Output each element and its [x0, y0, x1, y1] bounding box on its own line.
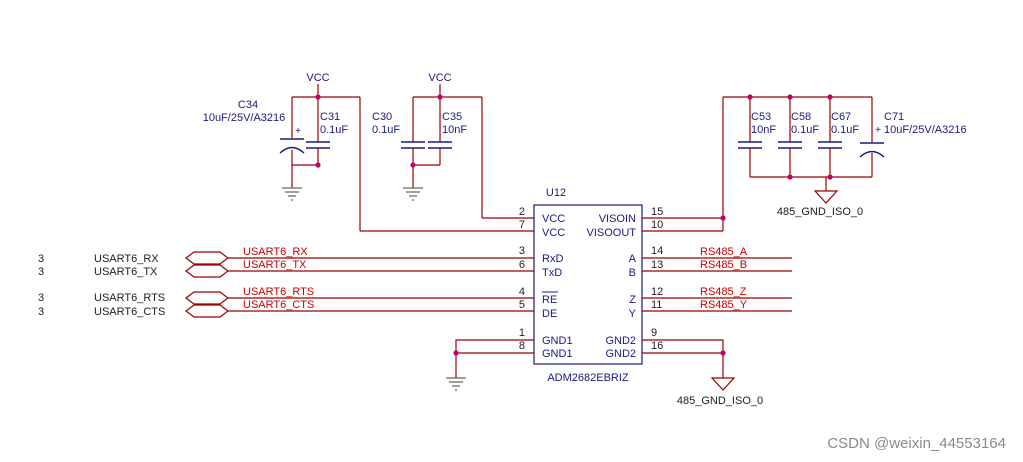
- pin-number: 12: [651, 286, 663, 298]
- usart-ports: 3 3 3 3 USART6_RX USART6_TX USART6_RTS U…: [38, 246, 534, 318]
- c53-value: 10nF: [751, 124, 776, 136]
- net-label: USART6_RTS: [243, 286, 314, 298]
- iso-ground-symbol-bottom: [710, 377, 736, 391]
- vcc-group-left: VCC + C34 10uF/25V/A3216 C31 0.1uF: [203, 72, 361, 231]
- pin-number: 7: [519, 219, 525, 231]
- c35-ref: C35: [442, 111, 462, 123]
- pin-name: VCC: [542, 227, 565, 239]
- vcc-group-middle: VCC C30 0.1uF C35 10nF: [372, 72, 483, 218]
- c34-ref: C34: [238, 99, 258, 111]
- pin-name: GND2: [605, 348, 636, 360]
- port-symbol-rx: [185, 251, 229, 265]
- vcc-label-left: VCC: [306, 72, 329, 84]
- c30-ref: C30: [372, 111, 392, 123]
- c31-ref: C31: [320, 111, 340, 123]
- net-label: USART6_TX: [243, 259, 307, 271]
- port-name: USART6_TX: [94, 266, 158, 278]
- pin-name: A: [629, 253, 637, 265]
- pin-name: VISOOUT: [586, 227, 636, 239]
- c34-value: 10uF/25V/A3216: [203, 112, 286, 124]
- pin-number: 4: [519, 286, 525, 298]
- ic-body: [533, 204, 643, 365]
- pin-number: 2: [519, 206, 525, 218]
- c67-ref: C67: [831, 111, 851, 123]
- gnd2-net: 485_GND_ISO_0: [642, 339, 763, 407]
- ic-u12: U12 ADM2682EBRIZ 2 VCC 7 VCC 3 RxD 6 TxD…: [519, 187, 663, 384]
- pin-number: 10: [651, 219, 663, 231]
- pin-number: 3: [519, 245, 525, 257]
- iso-ground-label-top: 485_GND_ISO_0: [777, 206, 863, 218]
- pin-name: GND1: [542, 335, 573, 347]
- net-label: USART6_RX: [243, 246, 308, 258]
- net-label: RS485_B: [700, 259, 747, 271]
- c35-value: 10nF: [442, 124, 467, 136]
- vcc-label-middle: VCC: [428, 72, 451, 84]
- iso-ground-symbol-top: [813, 190, 839, 204]
- pin-name: VISOIN: [599, 213, 636, 225]
- pin-name: DE: [542, 308, 557, 320]
- port-sheet-number: 3: [38, 306, 44, 318]
- port-symbol-cts: [185, 304, 229, 318]
- net-label: RS485_A: [700, 246, 748, 258]
- c58-value: 0.1uF: [791, 124, 819, 136]
- pin-name: GND2: [605, 335, 636, 347]
- ground-symbol-c30: [403, 187, 423, 201]
- net-label: RS485_Y: [700, 299, 748, 311]
- polarity-plus-c71: +: [875, 125, 881, 136]
- c31-value: 0.1uF: [320, 124, 348, 136]
- ic-part-number: ADM2682EBRIZ: [547, 372, 629, 384]
- port-name: USART6_RX: [94, 253, 159, 265]
- pin-name: Y: [629, 308, 637, 320]
- c67-value: 0.1uF: [831, 124, 859, 136]
- rs485-outputs: RS485_A RS485_B RS485_Z RS485_Y: [642, 246, 792, 312]
- pin-name: B: [629, 267, 636, 279]
- pin-number: 6: [519, 259, 525, 271]
- port-sheet-number: 3: [38, 266, 44, 278]
- pin-name: RE: [542, 294, 557, 306]
- ground-symbol-c34: [282, 187, 302, 201]
- net-label: RS485_Z: [700, 286, 747, 298]
- net-label: USART6_CTS: [243, 299, 314, 311]
- pin-number: 1: [519, 327, 525, 339]
- c53-ref: C53: [751, 111, 771, 123]
- pin-number: 5: [519, 299, 525, 311]
- port-sheet-number: 3: [38, 292, 44, 304]
- port-symbol-tx: [185, 264, 229, 278]
- vcc-wires-to-ic: [360, 217, 534, 232]
- c71-value: 10uF/25V/A3216: [884, 124, 967, 136]
- pin-name: GND1: [542, 348, 573, 360]
- viso-group: + 485_GND_ISO_0 C53 10nF C58 0.1uF C67 0…: [642, 94, 967, 232]
- ground-symbol-gnd1: [446, 377, 466, 391]
- port-name: USART6_CTS: [94, 306, 165, 318]
- pin-number: 8: [519, 340, 525, 352]
- c58-ref: C58: [791, 111, 811, 123]
- pin-number: 14: [651, 245, 663, 257]
- c71-ref: C71: [884, 111, 904, 123]
- gnd1-net: [446, 339, 534, 391]
- pin-number: 16: [651, 340, 663, 352]
- pin-number: 15: [651, 206, 663, 218]
- pin-number: 13: [651, 259, 663, 271]
- port-name: USART6_RTS: [94, 292, 165, 304]
- port-symbol-rts: [185, 291, 229, 305]
- pin-name: TxD: [542, 267, 562, 279]
- pin-name: VCC: [542, 213, 565, 225]
- iso-ground-label-bottom: 485_GND_ISO_0: [677, 395, 763, 407]
- polarity-plus-c34: +: [295, 126, 301, 137]
- pin-name: Z: [629, 294, 636, 306]
- pin-name: RxD: [542, 253, 563, 265]
- watermark: CSDN @weixin_44553164: [827, 435, 1006, 452]
- pin-number: 9: [651, 327, 657, 339]
- c30-value: 0.1uF: [372, 124, 400, 136]
- port-sheet-number: 3: [38, 253, 44, 265]
- pin-number: 11: [651, 299, 662, 311]
- ic-ref: U12: [546, 187, 566, 199]
